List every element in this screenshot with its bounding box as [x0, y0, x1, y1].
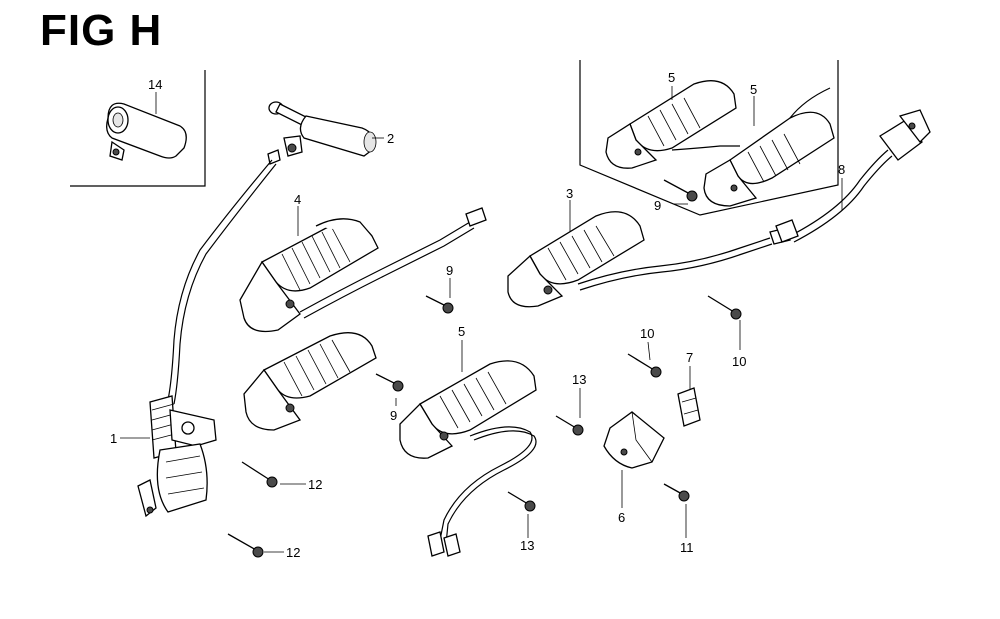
callout-8: 8: [838, 162, 845, 177]
charge-coil-right: [507, 211, 645, 308]
callout-5-inset-right: 5: [750, 82, 757, 97]
callout-13-lower: 13: [520, 538, 534, 553]
wire-harness-connector: [775, 109, 931, 243]
callout-4: 4: [294, 192, 301, 207]
exciter-coil-upper: [239, 218, 379, 333]
grommet: [677, 387, 701, 427]
callout-5-inset-left: 5: [668, 70, 675, 85]
callout-12-lower: 12: [286, 545, 300, 560]
callout-6: 6: [618, 510, 625, 525]
callout-2: 2: [387, 131, 394, 146]
callout-5-middle: 5: [458, 324, 465, 339]
bolts: [227, 179, 742, 558]
callout-11: 11: [680, 540, 694, 555]
callout-9-middle: 9: [446, 263, 453, 278]
inset-frame-right: [579, 60, 839, 216]
ignition-coil: [137, 395, 217, 518]
callout-3: 3: [566, 186, 573, 201]
spark-plug-cap: [106, 102, 187, 161]
callout-10-right: 10: [732, 354, 746, 369]
figure-title: FIG H: [40, 6, 163, 55]
plug-cap-assembly: [267, 101, 377, 165]
charge-coil-middle: [399, 360, 537, 459]
callout-9-lower: 9: [390, 408, 397, 423]
callout-7: 7: [686, 350, 693, 365]
mounting-bracket: [603, 411, 665, 469]
exciter-coil-lower: [243, 332, 377, 431]
inset-frame-left: [70, 70, 206, 187]
callout-12-upper: 12: [308, 477, 322, 492]
callout-10-middle: 10: [640, 326, 654, 341]
alt-coil-inset-left: [605, 80, 740, 169]
leader-lines: [120, 86, 843, 553]
ignition-lead-wire: [167, 159, 273, 401]
callout-14: 14: [148, 77, 162, 92]
callout-13-upper: 13: [572, 372, 586, 387]
callout-9-inset: 9: [654, 198, 661, 213]
alt-coil-inset-right: [703, 87, 835, 207]
callout-1: 1: [110, 431, 117, 446]
